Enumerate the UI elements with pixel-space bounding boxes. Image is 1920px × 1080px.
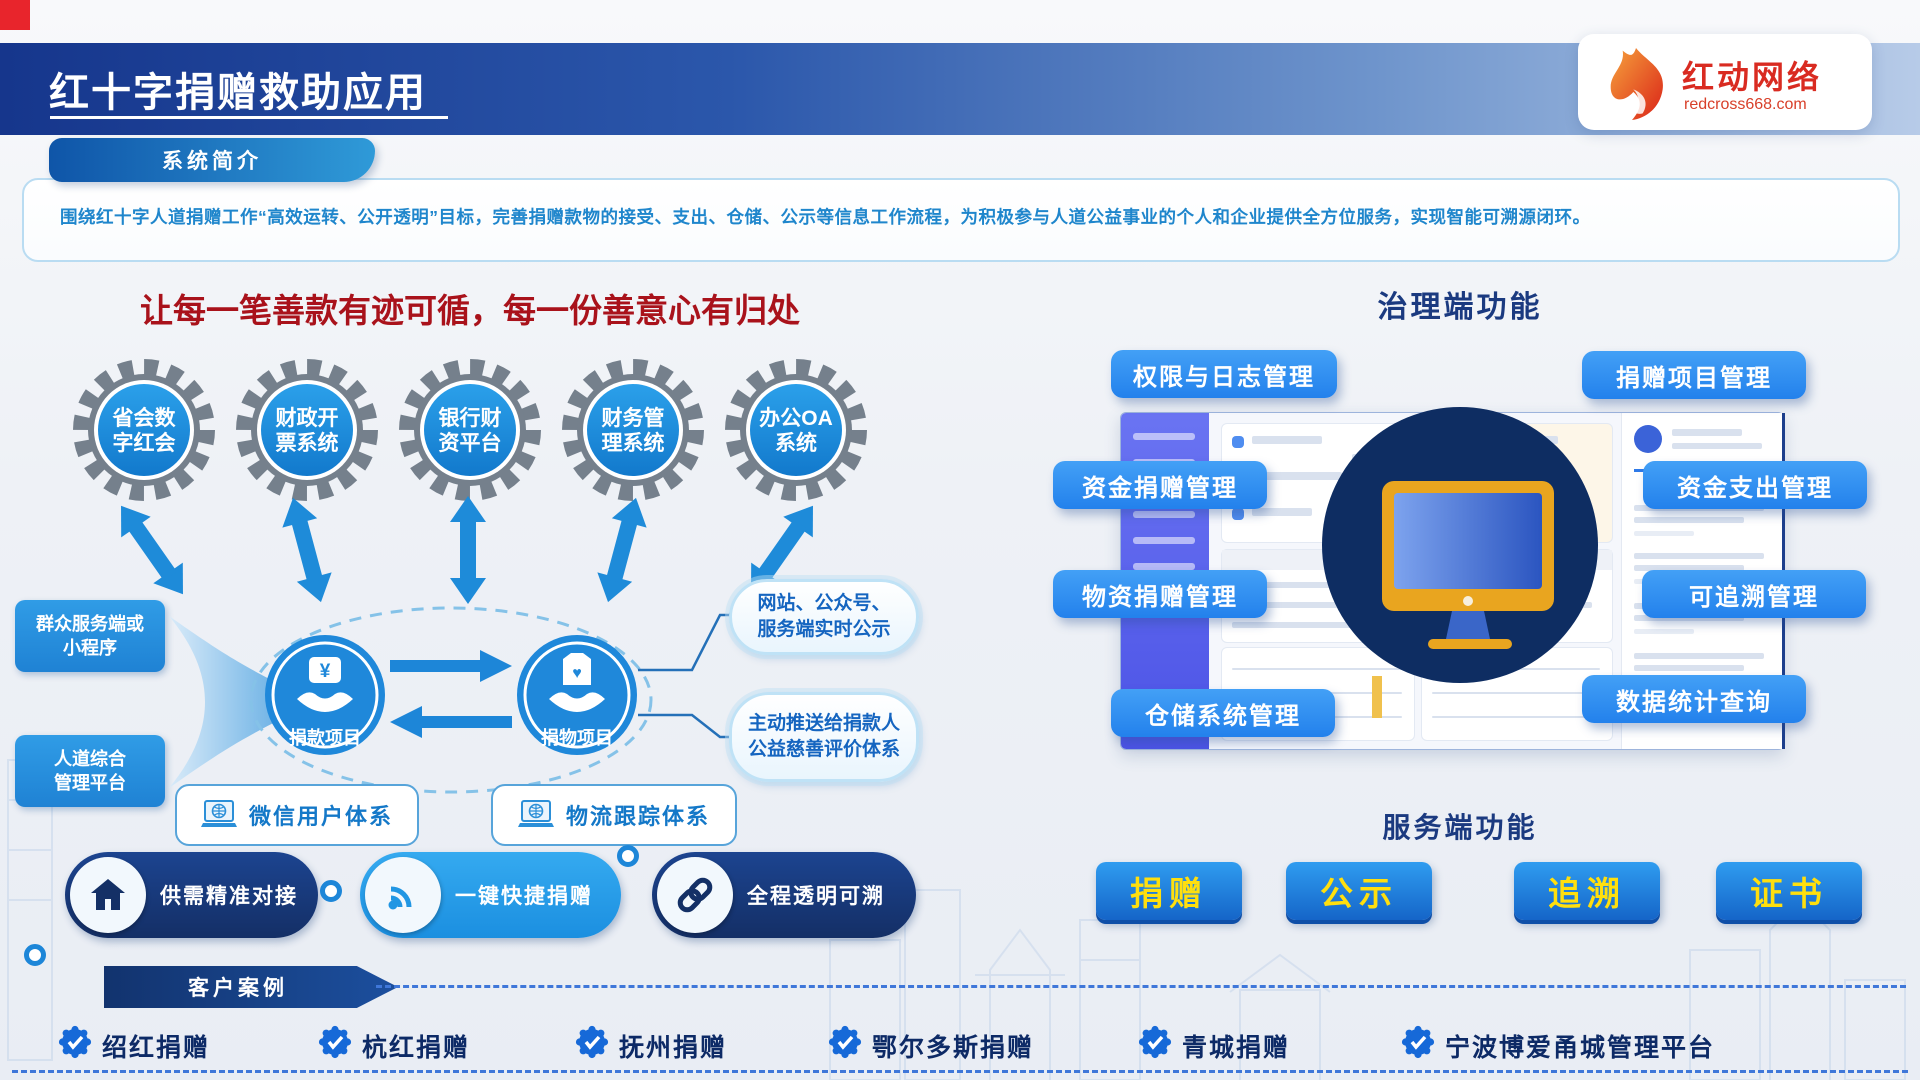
cases-banner: 客户案例 — [104, 966, 398, 1008]
ring-decoration — [24, 944, 46, 966]
pill-one-click: 一键快捷捐赠 — [360, 852, 621, 938]
intro-badge: 系统简介 — [49, 138, 375, 182]
rosette-check-icon — [575, 1025, 609, 1059]
title-underline — [50, 116, 448, 119]
rosette-check-icon — [318, 1025, 352, 1059]
avatar — [1634, 425, 1662, 453]
case-item: 宁波博爱甬城管理平台 — [1445, 1034, 1716, 1062]
flame-logo-icon — [1610, 48, 1663, 120]
gear-icon — [399, 359, 541, 501]
pill-matching: 供需精准对接 — [65, 852, 318, 938]
brand-name: 红动网络 — [1682, 59, 1823, 95]
gear-icon — [236, 359, 378, 501]
gov-label-fund-donation: 资金捐赠管理 — [1053, 461, 1267, 509]
dashed-ellipse — [249, 606, 653, 794]
source-label-platform: 人道综合管理平台 — [15, 735, 165, 807]
ring-decoration — [617, 845, 639, 867]
double-arrow — [597, 497, 647, 603]
funnel-arrow — [169, 616, 345, 788]
gear-label: 财政开票系统 — [275, 407, 339, 455]
rosette-check-icon — [1401, 1025, 1435, 1059]
gov-label-project-mgmt: 捐赠项目管理 — [1582, 351, 1806, 399]
pill-label: 全程透明可溯 — [747, 885, 885, 908]
svg-text:♥: ♥ — [572, 665, 582, 682]
rosette-check-icon — [1138, 1025, 1172, 1059]
donate-goods-circle: ♥ — [517, 635, 637, 755]
page-title: 红十字捐赠救助应用 — [49, 71, 427, 115]
pill-label: 供需精准对接 — [160, 885, 298, 908]
pill-label: 一键快捷捐赠 — [455, 885, 593, 908]
source-label-public: 群众服务端或小程序 — [15, 600, 165, 672]
gov-label-statistics: 数据统计查询 — [1582, 675, 1806, 723]
rss-icon — [365, 857, 441, 933]
case-item: 抚州捐赠 — [619, 1034, 728, 1062]
case-item: 绍红捐赠 — [102, 1034, 211, 1062]
gear-label: 省会数字红会 — [112, 407, 176, 455]
headline: 让每一笔善款有迹可循，每一份善意心有归处 — [140, 294, 800, 330]
gear-icon — [73, 359, 215, 501]
gov-label-fund-expense: 资金支出管理 — [1643, 461, 1867, 509]
gov-label-traceable: 可追溯管理 — [1642, 570, 1866, 618]
service-title: 服务端功能 — [1382, 812, 1538, 843]
gov-label-goods-donation: 物资捐赠管理 — [1053, 570, 1267, 618]
link-icon — [657, 857, 733, 933]
case-item: 鄂尔多斯捐赠 — [872, 1034, 1035, 1062]
monitor-circle-illustration — [1322, 407, 1598, 683]
bubble-publicity: 网站、公众号、服务端实时公示 — [729, 579, 919, 655]
project-label: 捐款项目 — [289, 728, 361, 748]
logistics-tracking-box: 物流跟踪体系 — [491, 784, 737, 846]
pill-transparent: 全程透明可溯 — [652, 852, 916, 938]
svg-text:¥: ¥ — [320, 661, 331, 682]
laptop-globe-icon — [200, 800, 237, 827]
gear-icon — [562, 359, 704, 501]
double-arrow — [450, 496, 486, 604]
corner-red-square — [0, 0, 30, 30]
home-icon — [70, 857, 146, 933]
system-label: 物流跟踪体系 — [565, 804, 710, 829]
governance-title: 治理端功能 — [1377, 291, 1543, 324]
gov-label-warehouse: 仓储系统管理 — [1111, 689, 1335, 737]
rosette-check-icon — [58, 1025, 92, 1059]
bottom-divider — [12, 1070, 1908, 1073]
cases-divider — [376, 985, 1906, 988]
case-item: 青城捐赠 — [1182, 1034, 1291, 1062]
gear-label: 财务管理系统 — [601, 407, 665, 455]
rosette-check-icon — [828, 1025, 862, 1059]
wechat-user-system-box: 微信用户体系 — [175, 784, 419, 846]
brand-domain[interactable]: redcross668.com — [1684, 96, 1807, 113]
gov-label-permissions: 权限与日志管理 — [1111, 350, 1337, 398]
system-label: 微信用户体系 — [248, 804, 393, 829]
service-button-publicity[interactable]: 公示 — [1286, 862, 1432, 920]
service-button-certificate[interactable]: 证书 — [1716, 862, 1862, 920]
gear-icon — [725, 359, 867, 501]
project-label: 捐物项目 — [541, 728, 613, 748]
ring-decoration — [320, 880, 342, 902]
bubble-push-evaluation: 主动推送给捐款人公益慈善评价体系 — [729, 692, 919, 782]
exchange-arrows — [390, 650, 512, 738]
case-item: 杭红捐赠 — [362, 1034, 471, 1062]
service-button-donate[interactable]: 捐赠 — [1096, 862, 1242, 920]
gear-label: 银行财资平台 — [438, 407, 502, 455]
donate-money-circle: ¥ — [265, 635, 385, 755]
intro-text: 围绕红十字人道捐赠工作“高效运转、公开透明”目标，完善捐赠款物的接受、支出、仓储… — [60, 207, 1591, 227]
intro-box — [22, 178, 1900, 262]
double-arrow — [282, 497, 332, 603]
service-button-trace[interactable]: 追溯 — [1514, 862, 1660, 920]
laptop-globe-icon — [517, 800, 554, 827]
double-arrow — [121, 505, 183, 595]
